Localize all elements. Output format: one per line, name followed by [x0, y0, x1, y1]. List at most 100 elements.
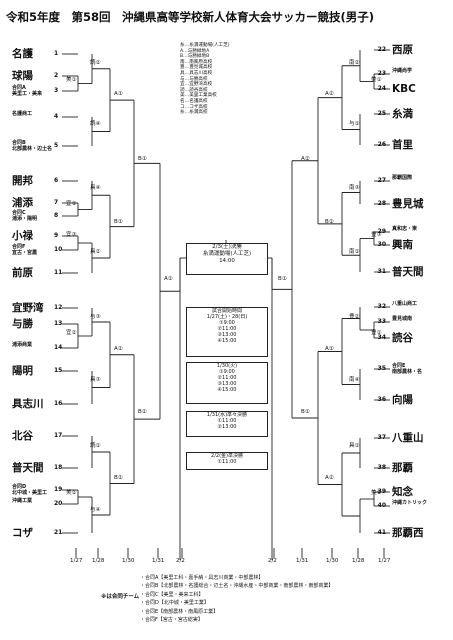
legend-item: 糸…糸満運動場(人工芝) — [180, 43, 230, 48]
schedule-line: 試合開始時間 — [211, 308, 242, 314]
venue-label: B② — [114, 475, 123, 481]
round-date: 2/2 — [268, 558, 277, 564]
venue-label: 宜② — [66, 330, 77, 336]
right-team-23: 沖縄尚学 — [392, 68, 413, 74]
venue-label: 読② — [90, 60, 101, 66]
legend-item: 糸…糸満高校 — [180, 110, 208, 116]
right-team-30: 興南 — [392, 238, 413, 251]
left-team-16: 具志川 — [12, 397, 44, 410]
right-seed-number: 37 — [377, 434, 386, 441]
right-seed-number: 39 — [377, 488, 386, 495]
venue-label: 豊② — [349, 314, 360, 320]
final-match-box: 2/3(土)決勝糸満運動場(人工芝)14:00 — [186, 243, 268, 275]
right-team-26: 首里 — [392, 138, 413, 151]
left-team-11: 前原 — [12, 266, 33, 279]
venue-label: 南① — [349, 249, 360, 255]
joint-team-note: ・合同D【北中城・美里工業】 — [140, 600, 209, 607]
right-seed-number: 24 — [377, 85, 386, 92]
left-team-18: 普天間 — [12, 461, 44, 474]
venue-label: 美② — [66, 490, 77, 496]
right-seed-number: 35 — [377, 365, 386, 372]
venue-label: 南② — [349, 60, 360, 66]
right-seed-number: 36 — [377, 396, 386, 403]
legend-item: A…与勝緑地A — [180, 48, 210, 54]
joint-team-note: ・合同B【北部農林・名護総合・辺土名・沖縄水産・中部商業・南部農林・南部商業】 — [140, 583, 334, 590]
left-seed-number: 7 — [54, 199, 59, 206]
round-date: 1/27 — [70, 558, 83, 564]
left-team-19: 合同D 北中城・美里工 — [12, 484, 48, 496]
right-team-40: 沖縄カトリック — [392, 500, 428, 506]
right-team-27: 那覇国際 — [392, 175, 413, 181]
left-seed-number: 6 — [54, 177, 59, 184]
right-seed-number: 26 — [377, 141, 386, 148]
schedule-line: 2/2(金)準決勝 — [211, 453, 243, 459]
right-seed-number: 34 — [377, 334, 386, 341]
venue-label: 具① — [349, 443, 360, 449]
left-team-8: 合同C 浦添・陽明 — [12, 210, 38, 222]
left-team-6: 開邦 — [12, 174, 33, 187]
left-team-4: 名護商工 — [12, 111, 33, 117]
legend-item: 南…南風原高校 — [180, 59, 213, 65]
right-seed-number: 22 — [377, 46, 386, 53]
legend-item: 与…与勝高校 — [180, 76, 208, 82]
left-seed-number: 20 — [54, 500, 63, 507]
left-seed-number: 1 — [54, 50, 59, 57]
venue-label: 美① — [66, 77, 77, 83]
schedule-line: 1/27(土)・28(日) — [206, 314, 248, 320]
joint-team-note: ・合同A【美里工科・嘉手納・具志川商業・中部農林】 — [140, 575, 264, 581]
schedule-line: ①11:00 — [217, 459, 237, 465]
venue-label: 豊③ — [371, 232, 382, 238]
left-seed-number: 12 — [54, 304, 63, 311]
venue-label: 読④ — [90, 121, 101, 127]
round-date: 1/30 — [122, 558, 135, 564]
joint-team-note: ・合同C【美里・美来工科】 — [140, 591, 204, 598]
right-team-25: 糸満 — [392, 107, 413, 120]
left-seed-number: 14 — [54, 344, 63, 351]
joint-team-note: ・合同F【宮古・宮古総実】 — [140, 617, 203, 624]
left-team-12: 宜野湾 — [12, 301, 44, 314]
venue-label: B② — [325, 219, 334, 225]
left-team-5: 合同B 北部農林・辺土名 — [12, 140, 53, 152]
round-date: 1/30 — [326, 558, 339, 564]
schedule-line: 1/30(火) — [216, 363, 238, 369]
page-title: 令和5年度 第58回 沖縄県高等学校新人体育大会サッカー競技(男子) — [6, 10, 375, 24]
left-seed-number: 4 — [54, 113, 59, 120]
right-team-28: 豊見城 — [392, 197, 424, 210]
left-seed-number: 2 — [54, 72, 59, 79]
venue-label: B① — [114, 219, 123, 225]
left-team-15: 陽明 — [12, 364, 33, 377]
joint-team-notes: ・合同A【美里工科・嘉手納・具志川商業・中部農林】・合同B【北部農林・名護総合・… — [140, 574, 333, 624]
venue-label: A① — [114, 91, 123, 97]
venue-label: 具③ — [90, 377, 101, 383]
venue-label: 美② — [371, 490, 382, 496]
right-seed-number: 25 — [377, 110, 386, 117]
right-seed-number: 31 — [377, 268, 386, 275]
right-seed-number: 38 — [377, 464, 386, 471]
right-team-41: 那覇西 — [392, 526, 424, 539]
left-team-3: 合同A 美里工・美来 — [12, 85, 43, 97]
round-date: 1/28 — [92, 558, 105, 564]
left-team-1: 名護 — [12, 47, 33, 60]
right-seed-number: 28 — [377, 200, 386, 207]
left-team-17: 北谷 — [12, 429, 33, 442]
left-seed-number: 15 — [54, 367, 63, 374]
schedule-line: ④15:00 — [217, 338, 237, 344]
right-team-36: 向陽 — [392, 393, 413, 406]
right-seed-number: 40 — [377, 502, 386, 509]
schedule-line: ②11:00 — [217, 326, 237, 332]
left-team-14: 浦添商業 — [12, 342, 33, 348]
schedule-line: ①9:00 — [219, 369, 235, 375]
venue-label: B① — [138, 156, 147, 162]
left-seed-number: 11 — [54, 269, 63, 276]
left-team-2: 球陽 — [12, 69, 33, 82]
left-team-7: 浦添 — [12, 196, 33, 209]
left-seed-number: 10 — [54, 246, 63, 253]
venue-label: 豊① — [371, 330, 382, 336]
schedule-line: ③13:00 — [217, 381, 237, 387]
venue-label: 具② — [90, 249, 101, 255]
schedule-line: ③13:00 — [217, 332, 237, 338]
